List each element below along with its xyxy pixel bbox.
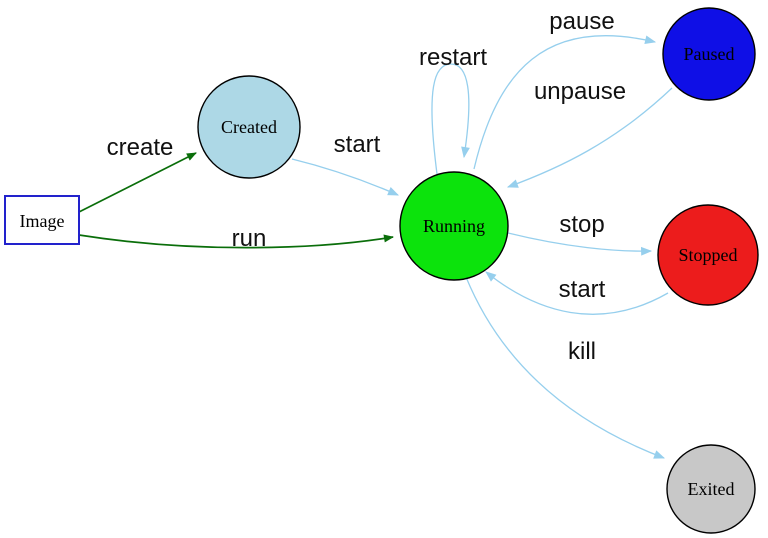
node-image-box (4, 195, 80, 245)
edge-run (78, 234, 394, 249)
edge-create (78, 152, 197, 213)
edge-label-restart: restart (419, 44, 487, 71)
edge-label-start-2: start (559, 276, 606, 303)
edges-layer (78, 35, 673, 459)
node-exited-label: Exited (688, 479, 735, 499)
edge-label-create: create (107, 134, 174, 161)
node-stopped-label: Stopped (678, 245, 737, 265)
edge-start-created-running (291, 158, 400, 196)
edge-label-run: run (232, 225, 267, 252)
edge-label-start-1: start (334, 131, 381, 158)
node-running-circle (399, 171, 509, 281)
node-created-label: Created (221, 117, 277, 137)
edge-start-stopped-running (485, 271, 669, 315)
edge-unpause (506, 87, 673, 188)
edge-label-unpause: unpause (534, 78, 626, 105)
edge-label-kill: kill (568, 338, 596, 365)
node-exited-circle (666, 444, 756, 534)
node-paused-label: Paused (684, 44, 735, 64)
edge-labels-layer: create run start restart pause unpause s… (107, 8, 626, 365)
node-paused-circle (662, 7, 756, 101)
edge-label-pause: pause (549, 8, 614, 35)
node-running-label: Running (423, 216, 485, 236)
edge-restart-self-loop (431, 63, 470, 175)
node-image-label: Image (20, 211, 65, 231)
nodes-layer: Image Created Running Paused Stopped Exi… (4, 7, 759, 534)
edge-label-stop: stop (559, 211, 604, 238)
node-created-circle (197, 75, 301, 179)
edge-pause (473, 35, 657, 170)
node-stopped-circle (657, 204, 759, 306)
edge-kill (465, 276, 666, 459)
edge-stop (507, 232, 653, 256)
